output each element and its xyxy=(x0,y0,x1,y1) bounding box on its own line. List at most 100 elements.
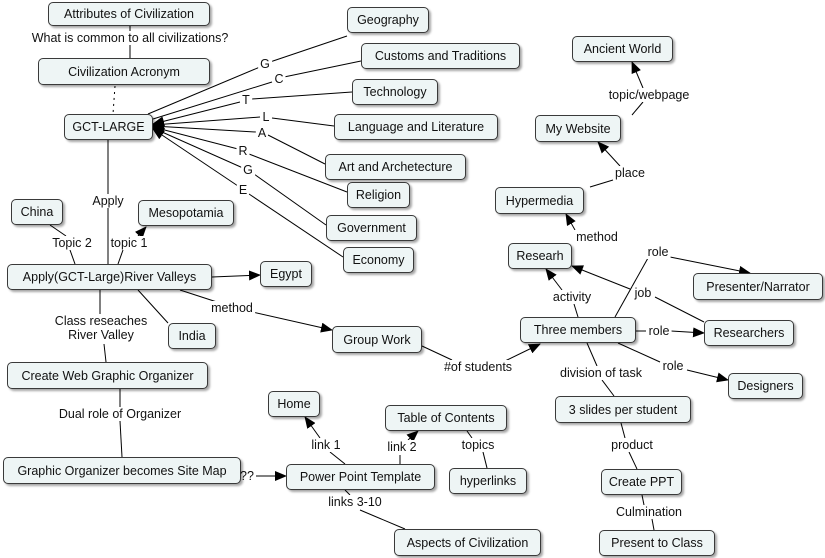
edge-c-to-gct xyxy=(152,81,273,120)
node-religion[interactable]: Religion xyxy=(347,182,410,208)
label-g-government: G xyxy=(241,163,255,177)
edge-technology-t xyxy=(251,91,353,100)
label-topic-webpage: topic/webpage xyxy=(606,88,692,102)
node-researh[interactable]: Researh xyxy=(508,243,572,269)
edge-e-to-gct xyxy=(152,128,239,187)
edge-a-to-gct xyxy=(152,121,257,133)
edge-g-to-gct xyxy=(147,66,261,115)
node-art-and-archetecture[interactable]: Art and Archetecture xyxy=(325,154,466,180)
edge-g-to-gct2 xyxy=(152,127,244,169)
node-mesopotamia[interactable]: Mesopotamia xyxy=(138,200,234,226)
node-power-point-template[interactable]: Power Point Template xyxy=(286,464,435,490)
node-aspects-of-civilization[interactable]: Aspects of Civilization xyxy=(394,529,541,556)
edge-slides-product xyxy=(620,422,626,439)
edge-t-to-gct xyxy=(152,101,241,127)
edge-method-groupwork xyxy=(247,310,333,333)
label-topics: topics xyxy=(459,438,497,452)
node-economy[interactable]: Economy xyxy=(343,247,414,273)
node-india[interactable]: India xyxy=(168,323,216,349)
edge-rv-topic1 xyxy=(117,249,124,265)
node-create-ppt[interactable]: Create PPT xyxy=(601,469,682,495)
node-government[interactable]: Government xyxy=(326,215,417,241)
edge-economy-e xyxy=(248,193,344,258)
node-ancient-world[interactable]: Ancient World xyxy=(572,36,673,62)
label-job: job xyxy=(632,286,654,300)
edge-ppt-link1 xyxy=(329,451,346,465)
label-dual-role: Dual role of Organizer xyxy=(56,407,184,421)
node-civilization-acronym[interactable]: Civilization Acronym xyxy=(38,58,210,85)
edge-topic1-meso xyxy=(134,226,147,239)
edge-hyper-place xyxy=(589,179,614,188)
edge-language-l xyxy=(271,117,335,127)
label-what-is-common: What is common to all civilizations? xyxy=(29,31,231,45)
edge-role3-designers xyxy=(686,369,729,383)
node-river-valleys[interactable]: Apply(GCT-Large)River Valleys xyxy=(7,264,212,290)
edge-students-three xyxy=(504,343,541,362)
edge-createppt-culm xyxy=(641,494,645,506)
edge-acronym-to-gct xyxy=(112,85,116,115)
label-e-economy: E xyxy=(236,183,250,197)
edge-groupwork-students xyxy=(421,345,453,361)
node-china[interactable]: China xyxy=(11,199,63,225)
edge-activity-researh xyxy=(545,268,563,291)
edge-three-role3 xyxy=(617,342,661,363)
label-topic-2: Topic 2 xyxy=(50,236,94,250)
node-present-to-class[interactable]: Present to Class xyxy=(599,530,715,556)
label-question-marks: ?? xyxy=(240,469,254,483)
label-role-presenter: role xyxy=(645,245,671,259)
edge-topics-hyper xyxy=(482,451,488,469)
label-role-designers: role xyxy=(660,359,686,373)
node-my-website[interactable]: My Website xyxy=(535,115,621,142)
edge-division-slides xyxy=(601,379,615,397)
node-designers[interactable]: Designers xyxy=(728,373,803,399)
label-t-technology: T xyxy=(240,93,252,107)
edge-link2-toc xyxy=(406,430,419,443)
node-hypermedia[interactable]: Hypermedia xyxy=(495,187,584,214)
edge-rv-egypt xyxy=(211,270,261,281)
node-group-work[interactable]: Group Work xyxy=(332,326,422,353)
edge-three-division xyxy=(586,342,598,367)
label-link-1: link 1 xyxy=(309,438,343,452)
edge-method-hyper xyxy=(565,213,576,231)
node-presenter-narrator[interactable]: Presenter/Narrator xyxy=(693,273,823,300)
node-hyperlinks[interactable]: hyperlinks xyxy=(449,468,527,494)
edge-government-g xyxy=(253,173,327,226)
edge-place-website xyxy=(597,141,621,167)
edge-art-a xyxy=(267,134,326,165)
edge-toc-topics xyxy=(466,430,473,439)
label-num-students: #of students xyxy=(441,360,515,374)
label-topic-1: topic 1 xyxy=(108,236,150,250)
edge-three-activity xyxy=(573,303,579,318)
edge-r-to-gct xyxy=(152,124,239,150)
edge-website-topic xyxy=(631,101,644,116)
edge-researchers-job xyxy=(654,296,705,323)
label-link-2: link 2 xyxy=(385,440,419,454)
label-product: product xyxy=(609,438,655,452)
edge-geography-g xyxy=(269,35,348,63)
label-g-geography: G xyxy=(258,57,272,71)
edge-rv-topic2 xyxy=(69,249,76,265)
node-site-map[interactable]: Graphic Organizer becomes Site Map xyxy=(3,457,241,484)
node-create-web-graphic-organizer[interactable]: Create Web Graphic Organizer xyxy=(7,362,208,389)
node-language-and-literature[interactable]: Language and Literature xyxy=(334,114,498,140)
edge-l-to-gct xyxy=(152,116,261,130)
label-culmination: Culmination xyxy=(613,505,685,519)
node-geography[interactable]: Geography xyxy=(347,7,429,33)
node-home[interactable]: Home xyxy=(268,391,320,417)
node-3-slides-per-student[interactable]: 3 slides per student xyxy=(555,396,691,423)
node-egypt[interactable]: Egypt xyxy=(260,261,312,287)
node-customs-and-traditions[interactable]: Customs and Traditions xyxy=(361,43,520,69)
edge-product-createppt xyxy=(628,451,638,470)
label-links-3-10: links 3-10 xyxy=(326,495,384,509)
node-table-of-contents[interactable]: Table of Contents xyxy=(385,405,507,431)
node-attributes-of-civilization[interactable]: Attributes of Civilization xyxy=(48,2,210,26)
node-gct-large[interactable]: GCT-LARGE xyxy=(64,114,153,140)
node-technology[interactable]: Technology xyxy=(352,79,438,105)
edge-rv-india xyxy=(137,289,169,324)
label-l-language: L xyxy=(260,110,272,124)
node-researchers[interactable]: Researchers xyxy=(704,320,794,346)
node-three-members[interactable]: Three members xyxy=(520,317,636,343)
label-a-art: A xyxy=(255,126,269,140)
edge-customs-c xyxy=(283,60,362,78)
